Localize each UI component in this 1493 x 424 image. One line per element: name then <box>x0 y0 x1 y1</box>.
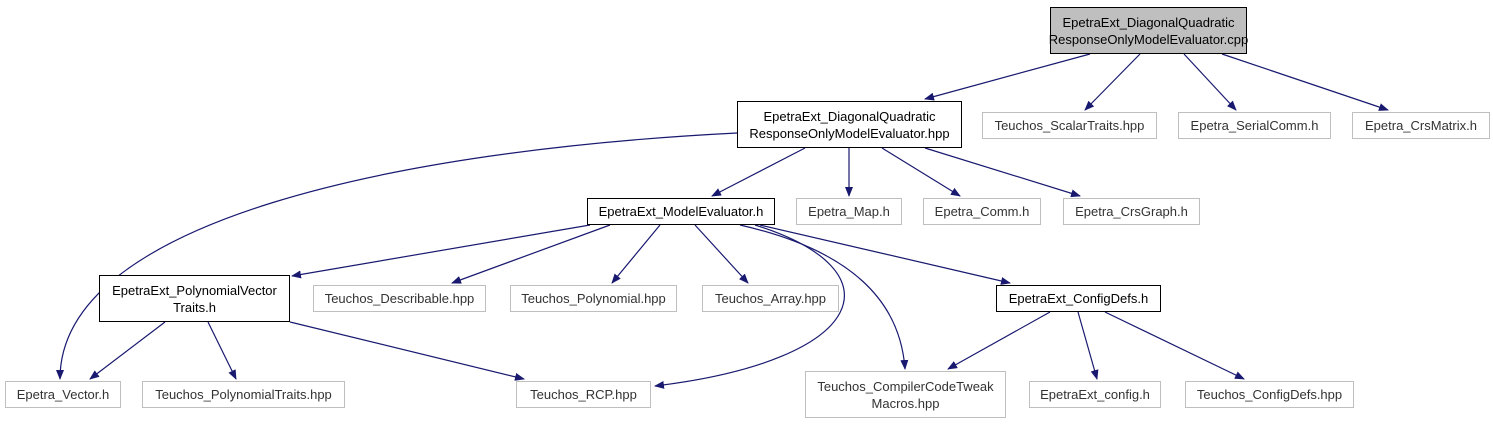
edge-hpp-to-vector <box>56 132 738 380</box>
edge-root-to-serialcomm <box>1183 53 1237 111</box>
node-epetraext-config[interactable]: EpetraExt_config.h <box>1029 381 1161 408</box>
edge-root-to-hpp <box>924 53 1091 101</box>
node-epetraext-config-defs[interactable]: EpetraExt_ConfigDefs.h <box>996 285 1161 312</box>
edge-polyvec-to-rcp <box>289 321 525 381</box>
edge-configdefs-to-tweak <box>947 311 1051 370</box>
node-teuchos-config-defs[interactable]: Teuchos_ConfigDefs.hpp <box>1185 381 1354 408</box>
edge-configdefs-to-config <box>1077 311 1099 380</box>
edge-root-to-crsmatrix <box>1221 53 1389 111</box>
edge-hpp-to-crsgraph <box>924 147 1081 198</box>
edge-hpp-to-modeleval <box>711 147 806 197</box>
node-epetra-comm[interactable]: Epetra_Comm.h <box>923 198 1041 225</box>
edge-modeleval-to-polynomial <box>611 224 661 284</box>
node-teuchos-polynomial[interactable]: Teuchos_Polynomial.hpp <box>510 285 677 312</box>
node-teuchos-rcp[interactable]: Teuchos_RCP.hpp <box>516 381 651 408</box>
node-teuchos-array[interactable]: Teuchos_Array.hpp <box>702 285 839 312</box>
edge-configdefs-to-tconfigdefs <box>1104 311 1245 380</box>
node-teuchos-compiler-code-tweak-macros[interactable]: Teuchos_CompilerCodeTweak Macros.hpp <box>805 371 1006 418</box>
edge-modeleval-to-describable <box>451 224 611 284</box>
node-teuchos-polynomial-traits[interactable]: Teuchos_PolynomialTraits.hpp <box>142 381 345 408</box>
edge-modeleval-to-array <box>694 224 749 284</box>
edge-modeleval-to-configdefs <box>759 224 1011 285</box>
node-teuchos-scalar-traits[interactable]: Teuchos_ScalarTraits.hpp <box>982 112 1157 139</box>
node-epetra-crs-matrix[interactable]: Epetra_CrsMatrix.h <box>1352 112 1490 139</box>
node-epetra-crs-graph[interactable]: Epetra_CrsGraph.h <box>1063 198 1200 225</box>
node-epetraext-polynomial-vector-traits[interactable]: EpetraExt_PolynomialVector Traits.h <box>99 275 290 322</box>
edge-polyvec-to-polytraits <box>207 321 237 380</box>
edge-modeleval-to-polyvec <box>291 224 591 279</box>
edge-polyvec-to-vector <box>89 321 166 380</box>
node-epetraext-model-evaluator[interactable]: EpetraExt_ModelEvaluator.h <box>587 198 775 225</box>
node-root-file[interactable]: EpetraExt_DiagonalQuadratic ResponseOnly… <box>1049 7 1248 54</box>
edge-hpp-to-comm <box>881 147 961 197</box>
node-epetra-vector[interactable]: Epetra_Vector.h <box>5 381 121 408</box>
node-teuchos-describable[interactable]: Teuchos_Describable.hpp <box>313 285 486 312</box>
node-epetra-serial-comm[interactable]: Epetra_SerialComm.h <box>1178 112 1331 139</box>
node-epetra-map[interactable]: Epetra_Map.h <box>796 198 902 225</box>
node-response-only-model-evaluator-header[interactable]: EpetraExt_DiagonalQuadratic ResponseOnly… <box>737 101 962 148</box>
edge-root-to-scalartraits <box>1084 53 1141 111</box>
edge-modeleval-to-tweak <box>739 224 909 370</box>
